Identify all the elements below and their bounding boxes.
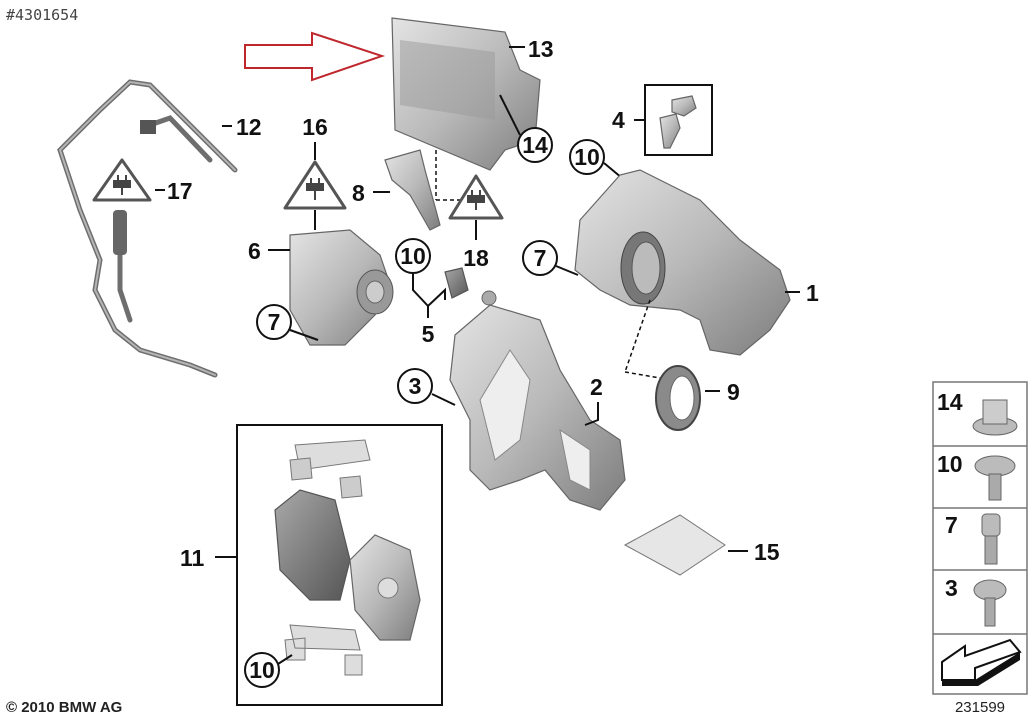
part-2-3-caliper-carrier[interactable] (449, 304, 626, 511)
highlight-arrow (244, 31, 386, 82)
fastener-legend: 14 10 7 3 (932, 381, 1028, 695)
part-4-bleeder-box[interactable] (644, 84, 713, 156)
callout-7-caliper: 7 (534, 245, 547, 271)
callout-2: 2 (590, 374, 603, 400)
callout-10-caliper: 10 (574, 144, 600, 170)
reference-id: #4301654 (6, 6, 78, 24)
legend-label-3: 3 (945, 575, 958, 601)
part-8-bracket[interactable] (384, 149, 441, 231)
callout-4: 4 (612, 107, 625, 133)
callout-15: 15 (754, 539, 780, 565)
diagram-number: 231599 (955, 699, 1005, 716)
copyright: © 2010 BMW AG (6, 699, 122, 716)
part-13-control-unit[interactable] (391, 17, 541, 171)
callout-9: 9 (727, 379, 740, 405)
legend-label-10: 10 (937, 451, 963, 477)
callout-13: 13 (528, 36, 554, 62)
callout-12: 12 (236, 114, 262, 140)
callout-7-motor: 7 (268, 309, 281, 335)
callout-10-pads: 10 (249, 657, 275, 683)
callout-3: 3 (409, 373, 422, 399)
callout-8: 8 (352, 180, 365, 206)
callout-11: 11 (180, 545, 205, 571)
callout-14-circle (517, 127, 553, 163)
callout-1: 1 (806, 280, 819, 306)
callout-17: 17 (167, 178, 193, 204)
part-12-17-wear-sensor-cable[interactable] (57, 79, 238, 378)
part-6-actuator-motor[interactable] (289, 229, 394, 346)
callout-6: 6 (248, 238, 261, 264)
part-15-grease-packet[interactable] (623, 514, 726, 576)
part-5-spring[interactable] (444, 267, 469, 299)
callout-18: 18 (463, 245, 489, 271)
callout-16: 16 (302, 114, 328, 140)
legend-label-7: 7 (945, 512, 958, 538)
part-1-brake-caliper[interactable] (574, 169, 791, 356)
callout-10-spring: 10 (400, 243, 426, 269)
callout-5: 5 (422, 321, 435, 347)
callout-14: 14 (522, 132, 548, 158)
legend-label-14: 14 (937, 389, 963, 415)
